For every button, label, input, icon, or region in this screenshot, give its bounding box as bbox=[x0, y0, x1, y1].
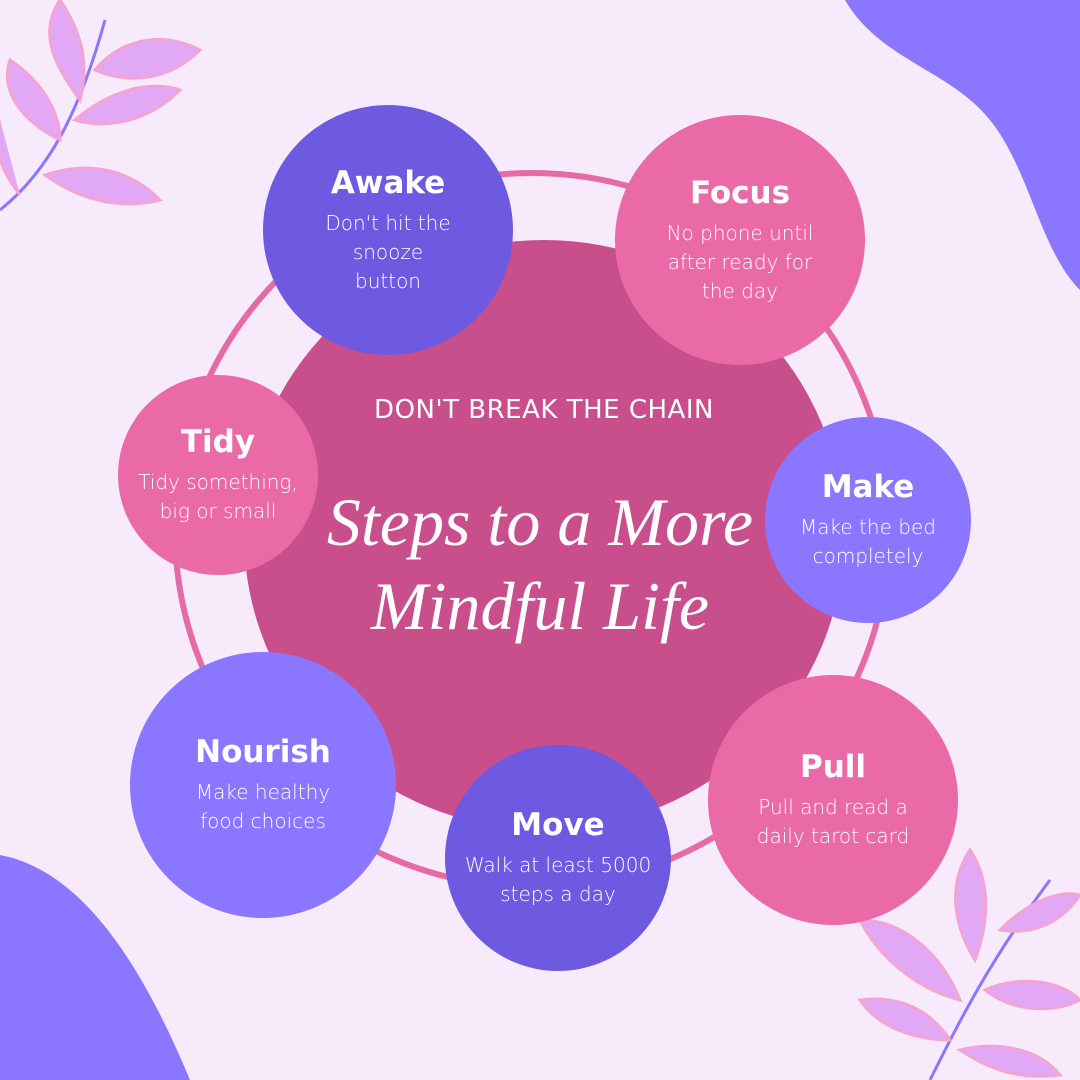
step-awake: Awake Don't hit the snooze button bbox=[263, 105, 513, 355]
step-text: Pull and read a daily tarot card bbox=[756, 795, 910, 848]
step-title: Pull bbox=[799, 749, 867, 785]
step-text: Don't hit the snooze button bbox=[325, 210, 451, 293]
step-nourish: Nourish Make healthy food choices bbox=[130, 652, 396, 918]
step-focus: Focus No phone until after ready for the… bbox=[615, 115, 865, 365]
step-make: Make Make the bed completely bbox=[765, 417, 971, 623]
step-title: Make bbox=[821, 469, 915, 505]
blob-top-right bbox=[845, 0, 1080, 290]
step-text: Make healthy food choices bbox=[195, 780, 331, 833]
step-text: Walk at least 5000 steps a day bbox=[464, 853, 652, 906]
step-text: No phone until after ready for the day bbox=[666, 220, 814, 303]
step-text: Make the bed completely bbox=[800, 515, 936, 568]
leaf-branch-bottom-right-icon bbox=[857, 847, 1080, 1080]
step-pull: Pull Pull and read a daily tarot card bbox=[708, 675, 958, 925]
leaf-branch-top-left-icon bbox=[0, 0, 203, 212]
main-title: Steps to a More Mindful Life bbox=[326, 484, 754, 644]
step-title: Awake bbox=[330, 164, 446, 201]
step-move: Move Walk at least 5000 steps a day bbox=[445, 745, 671, 971]
step-title: Tidy bbox=[180, 424, 256, 460]
step-text: Tidy something, big or small bbox=[138, 470, 298, 523]
subtitle: DON'T BREAK THE CHAIN bbox=[374, 395, 714, 425]
step-title: Focus bbox=[689, 174, 791, 211]
step-title: Nourish bbox=[195, 734, 331, 770]
blob-bottom-left bbox=[0, 855, 190, 1080]
step-title: Move bbox=[511, 807, 605, 843]
step-tidy: Tidy Tidy something, big or small bbox=[118, 375, 318, 575]
